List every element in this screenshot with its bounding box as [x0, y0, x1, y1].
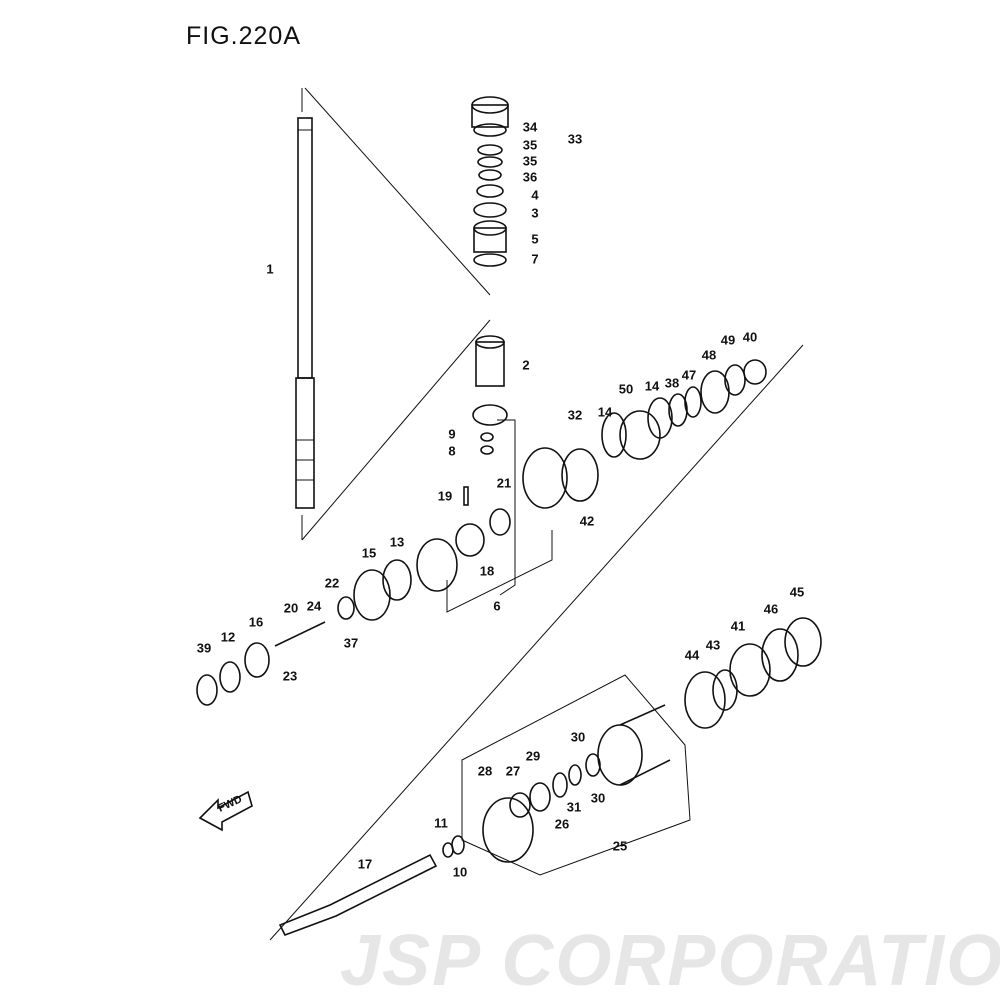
- part-label: 14: [645, 378, 660, 393]
- part-label: 30: [591, 790, 605, 805]
- part-label: 44: [685, 647, 700, 662]
- part-label: 23: [283, 668, 297, 683]
- part-label: 25: [613, 838, 627, 853]
- part-label: 17: [358, 856, 372, 871]
- part-label: 10: [453, 864, 467, 879]
- part-label: 11: [434, 815, 448, 830]
- part-label: 26: [555, 816, 569, 831]
- watermark-text: JSP CORPORATION: [340, 921, 1000, 1000]
- part-label: 39: [197, 640, 211, 655]
- part-label: 37: [344, 635, 358, 650]
- part-label: 9: [448, 426, 455, 441]
- part-label: 22: [325, 575, 339, 590]
- reverse-gear-assembly: [442, 617, 822, 863]
- part-label: 7: [531, 251, 538, 266]
- part-label: 15: [362, 545, 376, 560]
- part-label: 4: [531, 187, 539, 202]
- part-label: 43: [706, 637, 720, 652]
- part-label: 42: [580, 513, 594, 528]
- part-label: 1: [266, 261, 273, 276]
- part-label: 35: [523, 137, 537, 152]
- part-label: 20: [284, 600, 298, 615]
- part-label: 40: [743, 329, 757, 344]
- part-label: 38: [665, 375, 679, 390]
- part-label: 18: [480, 563, 494, 578]
- fwd-arrow: FWD: [198, 790, 253, 832]
- part-label: 33: [568, 131, 582, 146]
- part-label: 46: [764, 601, 778, 616]
- upper-bearing-stack: [471, 96, 509, 455]
- part-label: 47: [682, 367, 696, 382]
- part-label: 2: [522, 357, 529, 372]
- part-label: 6: [493, 598, 500, 613]
- part-label: 36: [523, 169, 537, 184]
- part-label: 19: [438, 488, 452, 503]
- part-label: 29: [526, 748, 540, 763]
- part-label: 5: [531, 231, 538, 246]
- drive-shaft: [295, 117, 315, 509]
- part-label: 27: [506, 763, 520, 778]
- part-label: 31: [567, 799, 581, 814]
- part-label: 21: [497, 475, 511, 490]
- watermark: JSP CORPORATION: [340, 921, 1000, 1000]
- part-label: 24: [307, 598, 322, 613]
- part-label: 50: [619, 381, 633, 396]
- assembly-boundaries: [269, 87, 804, 941]
- forward-gear-assembly: [196, 359, 767, 706]
- part-label: 3: [531, 205, 538, 220]
- fwd-label: FWD: [216, 793, 244, 814]
- part-label: 32: [568, 407, 582, 422]
- part-label: 16: [249, 614, 263, 629]
- part-label: 35: [523, 153, 537, 168]
- part-label: 12: [221, 629, 235, 644]
- part-label: 49: [721, 332, 735, 347]
- part-label: 14: [598, 404, 613, 419]
- part-label: 48: [702, 347, 716, 362]
- part-label: 30: [571, 729, 585, 744]
- part-label: 28: [478, 763, 492, 778]
- part-label: 34: [523, 119, 538, 134]
- part-label: 13: [390, 534, 404, 549]
- part-label: 41: [731, 618, 745, 633]
- part-label: 8: [448, 443, 455, 458]
- propeller-shaft: [278, 853, 438, 937]
- figure-title: FIG.220A: [186, 22, 301, 50]
- part-label: 45: [790, 584, 804, 599]
